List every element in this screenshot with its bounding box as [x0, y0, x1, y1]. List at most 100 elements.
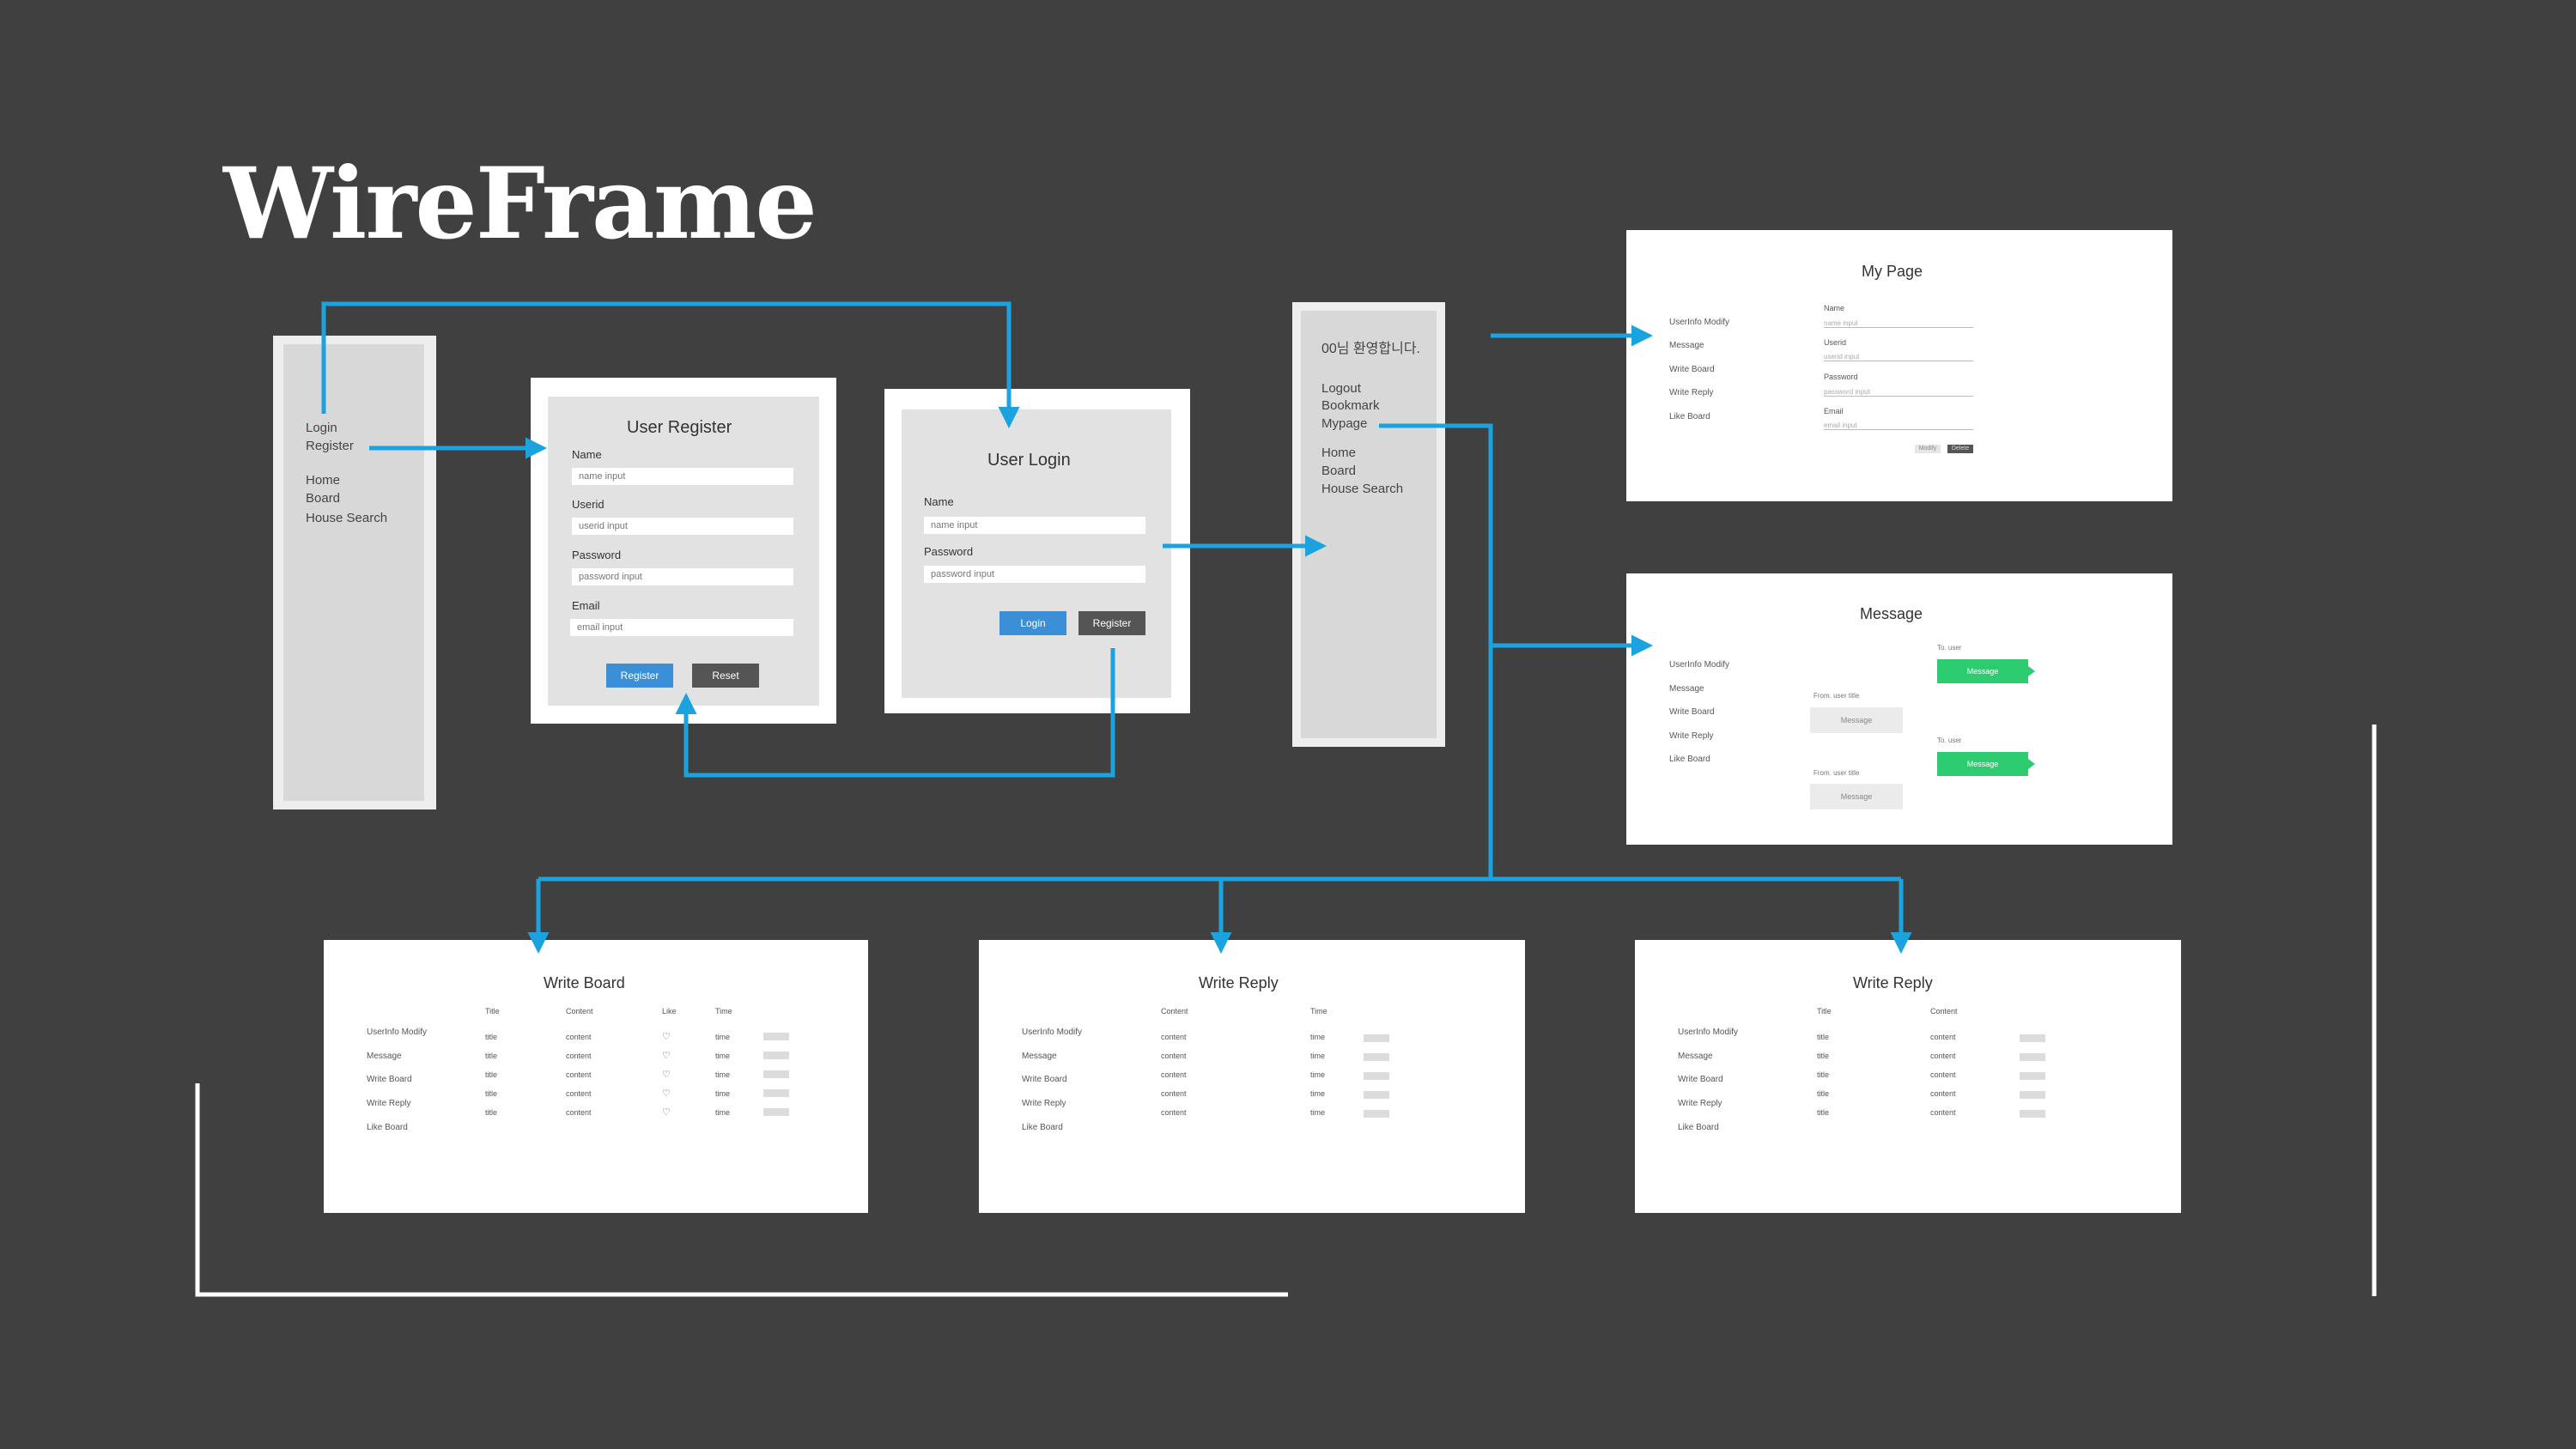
mypage-name-input[interactable]: name input [1824, 319, 1973, 328]
menu-message[interactable]: Message [1678, 1052, 1713, 1061]
mypage-modify-button[interactable]: Modify [1915, 445, 1941, 453]
menu-message[interactable]: Message [1669, 684, 1704, 694]
table-cell: content [566, 1108, 592, 1117]
menu-userinfo-modify[interactable]: UserInfo Modify [1669, 318, 1730, 327]
from-user-label: From. user title [1814, 769, 1860, 777]
heart-icon[interactable]: ♡ [662, 1051, 671, 1061]
reset-button[interactable]: Reset [692, 664, 759, 688]
register-button[interactable]: Register [606, 664, 673, 688]
menu-userinfo-modify[interactable]: UserInfo Modify [1678, 1028, 1739, 1037]
mypage-email-input[interactable]: email input [1824, 421, 1973, 430]
heart-icon[interactable]: ♡ [662, 1070, 671, 1080]
row-action-button[interactable] [2020, 1053, 2045, 1061]
table-cell: content [1930, 1070, 1956, 1079]
table-cell: content [1930, 1033, 1956, 1041]
table-cell: title [1817, 1108, 1830, 1117]
row-action-button[interactable] [1364, 1110, 1389, 1118]
login-password-input[interactable]: password input [924, 566, 1145, 583]
board-link[interactable]: Board [1321, 464, 1357, 478]
menu-userinfo-modify[interactable]: UserInfo Modify [1022, 1028, 1083, 1037]
table-cell: time [1310, 1108, 1326, 1117]
row-action-button[interactable] [763, 1089, 789, 1097]
mypage-delete-button[interactable]: Delete [1947, 445, 1973, 453]
received-message-bubble[interactable]: Message [1810, 784, 1903, 809]
sent-message-bubble[interactable]: Message [1937, 752, 2028, 776]
col-header-like: Like [662, 1007, 677, 1016]
row-action-button[interactable] [763, 1108, 789, 1116]
register-userid-input[interactable]: userid input [572, 518, 793, 535]
menu-write-board[interactable]: Write Board [1669, 707, 1715, 717]
menu-write-board[interactable]: Write Board [367, 1075, 412, 1084]
message-panel: Message UserInfo Modify Message Write Bo… [1626, 573, 2172, 845]
menu-message[interactable]: Message [1669, 341, 1704, 350]
from-user-label: From. user title [1814, 692, 1860, 700]
sent-message-bubble[interactable]: Message [1937, 659, 2028, 683]
bookmark-link[interactable]: Bookmark [1321, 398, 1380, 413]
menu-message[interactable]: Message [367, 1052, 402, 1061]
heart-icon[interactable]: ♡ [662, 1107, 671, 1118]
row-action-button[interactable] [1364, 1053, 1389, 1061]
row-action-button[interactable] [763, 1052, 789, 1059]
menu-like-board[interactable]: Like Board [1678, 1123, 1719, 1132]
decorative-frame-left [195, 1083, 1288, 1297]
menu-userinfo-modify[interactable]: UserInfo Modify [1669, 660, 1730, 670]
menu-write-reply[interactable]: Write Reply [367, 1099, 411, 1108]
menu-like-board[interactable]: Like Board [367, 1123, 408, 1132]
row-action-button[interactable] [2020, 1072, 2045, 1080]
nav-board[interactable]: Board [306, 491, 341, 506]
menu-write-reply[interactable]: Write Reply [1669, 731, 1714, 741]
menu-like-board[interactable]: Like Board [1669, 755, 1710, 764]
menu-write-board[interactable]: Write Board [1669, 365, 1715, 374]
menu-like-board[interactable]: Like Board [1022, 1123, 1063, 1132]
house-search-link[interactable]: House Search [1321, 482, 1404, 496]
my-page-title: My Page [1862, 263, 1923, 280]
nav-home[interactable]: Home [306, 473, 341, 488]
menu-write-reply[interactable]: Write Reply [1678, 1099, 1722, 1108]
nav-login[interactable]: Login [306, 421, 337, 435]
home-link[interactable]: Home [1321, 446, 1357, 460]
mypage-link[interactable]: Mypage [1321, 416, 1368, 431]
table-cell: time [715, 1052, 731, 1060]
row-action-button[interactable] [763, 1033, 789, 1040]
menu-write-board[interactable]: Write Board [1678, 1075, 1723, 1084]
menu-write-board[interactable]: Write Board [1022, 1075, 1067, 1084]
bubble-tail [2028, 666, 2035, 676]
logout-link[interactable]: Logout [1321, 381, 1361, 396]
nav-register[interactable]: Register [306, 439, 354, 453]
table-cell: content [1930, 1089, 1956, 1098]
mypage-email-label: Email [1824, 407, 1844, 415]
login-password-label: Password [924, 545, 974, 558]
register-email-input[interactable]: email input [570, 619, 793, 636]
menu-write-reply[interactable]: Write Reply [1022, 1099, 1066, 1108]
row-action-button[interactable] [763, 1070, 789, 1078]
login-register-button[interactable]: Register [1078, 611, 1145, 635]
menu-message[interactable]: Message [1022, 1052, 1057, 1061]
register-password-input[interactable]: password input [572, 568, 793, 585]
heart-icon[interactable]: ♡ [662, 1032, 671, 1042]
menu-write-reply[interactable]: Write Reply [1669, 388, 1714, 397]
col-header-time: Time [715, 1007, 732, 1016]
mypage-password-input[interactable]: password input [1824, 388, 1973, 397]
table-cell: title [485, 1033, 498, 1041]
menu-like-board[interactable]: Like Board [1669, 412, 1710, 421]
nav-house-search[interactable]: House Search [306, 511, 388, 525]
row-action-button[interactable] [2020, 1091, 2045, 1099]
row-action-button[interactable] [2020, 1110, 2045, 1118]
received-message-bubble[interactable]: Message [1810, 707, 1903, 733]
table-cell: time [1310, 1089, 1326, 1098]
row-action-button[interactable] [1364, 1072, 1389, 1080]
mypage-userid-input[interactable]: userid input [1824, 353, 1973, 361]
row-action-button[interactable] [1364, 1091, 1389, 1099]
login-button[interactable]: Login [999, 611, 1066, 635]
table-cell: content [1161, 1052, 1187, 1060]
register-name-input[interactable]: name input [572, 468, 793, 485]
row-action-button[interactable] [1364, 1034, 1389, 1042]
heart-icon[interactable]: ♡ [662, 1088, 671, 1099]
menu-userinfo-modify[interactable]: UserInfo Modify [367, 1028, 428, 1037]
table-cell: time [715, 1089, 731, 1098]
login-name-input[interactable]: name input [924, 517, 1145, 534]
register-userid-label: Userid [572, 498, 605, 511]
arrow-login-to-userlogin [321, 301, 1020, 428]
row-action-button[interactable] [2020, 1034, 2045, 1042]
